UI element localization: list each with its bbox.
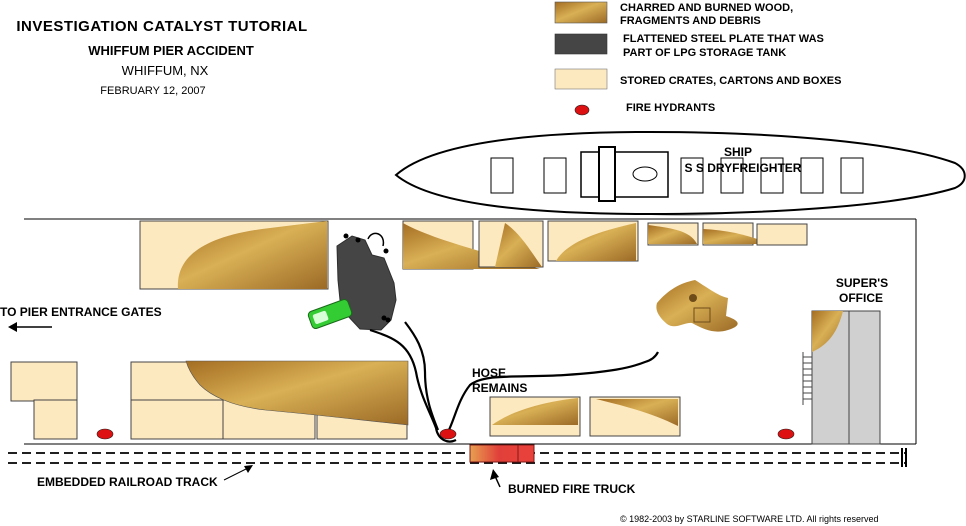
hose-label-1: HOSE	[472, 366, 506, 380]
legend-hydrant-symbol	[574, 104, 590, 116]
supers-office: SUPER'S OFFICE	[802, 276, 888, 445]
charred-debris	[185, 360, 409, 426]
ship: SHIP S S DRYFREIGHTER	[394, 130, 966, 216]
fire-hydrant	[777, 428, 795, 440]
diagram-location: WHIFFUM, NX	[122, 63, 209, 78]
fire-truck-label: BURNED FIRE TRUCK	[508, 482, 636, 496]
legend-crates-label: STORED CRATES, CARTONS AND BOXES	[620, 75, 841, 87]
diagram-title: INVESTIGATION CATALYST TUTORIAL	[16, 18, 307, 35]
pier-outline	[24, 218, 917, 445]
ship-hatch	[800, 157, 824, 194]
ship-hatch	[840, 157, 864, 194]
ship-hatch	[543, 157, 567, 194]
railroad-track	[8, 448, 907, 467]
office-label-2: OFFICE	[839, 291, 883, 305]
crate	[756, 223, 808, 246]
green-vehicle	[307, 298, 353, 330]
fire-truck-arrow	[490, 469, 501, 488]
pier-gates-arrow	[8, 322, 52, 332]
crate	[130, 399, 224, 440]
ship-hatch	[760, 157, 784, 194]
charred-debris	[596, 399, 678, 426]
debris-fragment	[689, 294, 697, 302]
railroad-arrow	[223, 465, 253, 481]
office-stairs	[802, 352, 813, 405]
charred-debris	[648, 225, 697, 244]
charred-debris	[403, 223, 540, 269]
diagram-subtitle: WHIFFUM PIER ACCIDENT	[88, 43, 254, 58]
ship-hatch	[720, 157, 744, 194]
charred-debris	[177, 221, 327, 289]
legend: CHARRED AND BURNED WOOD, FRAGMENTS AND D…	[554, 1, 841, 116]
fire-hydrant	[439, 428, 457, 440]
debris-fragment	[693, 307, 711, 323]
hose-label-2: REMAINS	[472, 381, 527, 395]
upper-crates	[139, 220, 808, 290]
charred-debris	[492, 398, 578, 425]
crate	[10, 361, 78, 402]
legend-crates-swatch	[554, 68, 608, 90]
legend-charred-swatch	[554, 1, 608, 24]
charred-debris	[495, 223, 542, 267]
crate	[33, 399, 78, 440]
ship-label: SHIP	[724, 145, 752, 159]
fire-hydrant	[96, 428, 114, 440]
legend-hydrant-label: FIRE HYDRANTS	[626, 102, 715, 114]
middle-crates	[130, 360, 409, 440]
charred-debris	[703, 229, 770, 244]
legend-steel-label-1: FLATTENED STEEL PLATE THAT WAS	[623, 33, 824, 45]
ship-hull	[394, 130, 966, 216]
railroad-label: EMBEDDED RAILROAD TRACK	[37, 475, 218, 489]
ship-name-label: S S DRYFREIGHTER	[685, 161, 802, 175]
hose-remains	[369, 321, 659, 443]
ship-porthole	[632, 166, 658, 182]
burned-fire-truck	[469, 444, 535, 463]
lpg-plate-area	[307, 232, 397, 331]
ship-hatch	[680, 157, 704, 194]
copyright-notice: © 1982-2003 by STARLINE SOFTWARE LTD. Al…	[620, 514, 879, 524]
legend-charred-label-2: FRAGMENTS AND DEBRIS	[620, 15, 761, 27]
left-crates	[10, 361, 78, 440]
office-label-1: SUPER'S	[836, 276, 888, 290]
legend-steel-swatch	[554, 33, 608, 55]
diagram-date: FEBRUARY 12, 2007	[100, 85, 205, 97]
right-crates	[489, 396, 681, 437]
charred-debris	[556, 223, 636, 261]
legend-charred-label-1: CHARRED AND BURNED WOOD,	[620, 2, 793, 14]
legend-steel-label-2: PART OF LPG STORAGE TANK	[623, 47, 786, 59]
ship-funnel	[598, 146, 616, 202]
charred-debris	[656, 280, 738, 332]
ship-hatch	[490, 157, 514, 194]
charred-debris	[812, 311, 843, 352]
pier-gates-label: TO PIER ENTRANCE GATES	[0, 305, 162, 319]
